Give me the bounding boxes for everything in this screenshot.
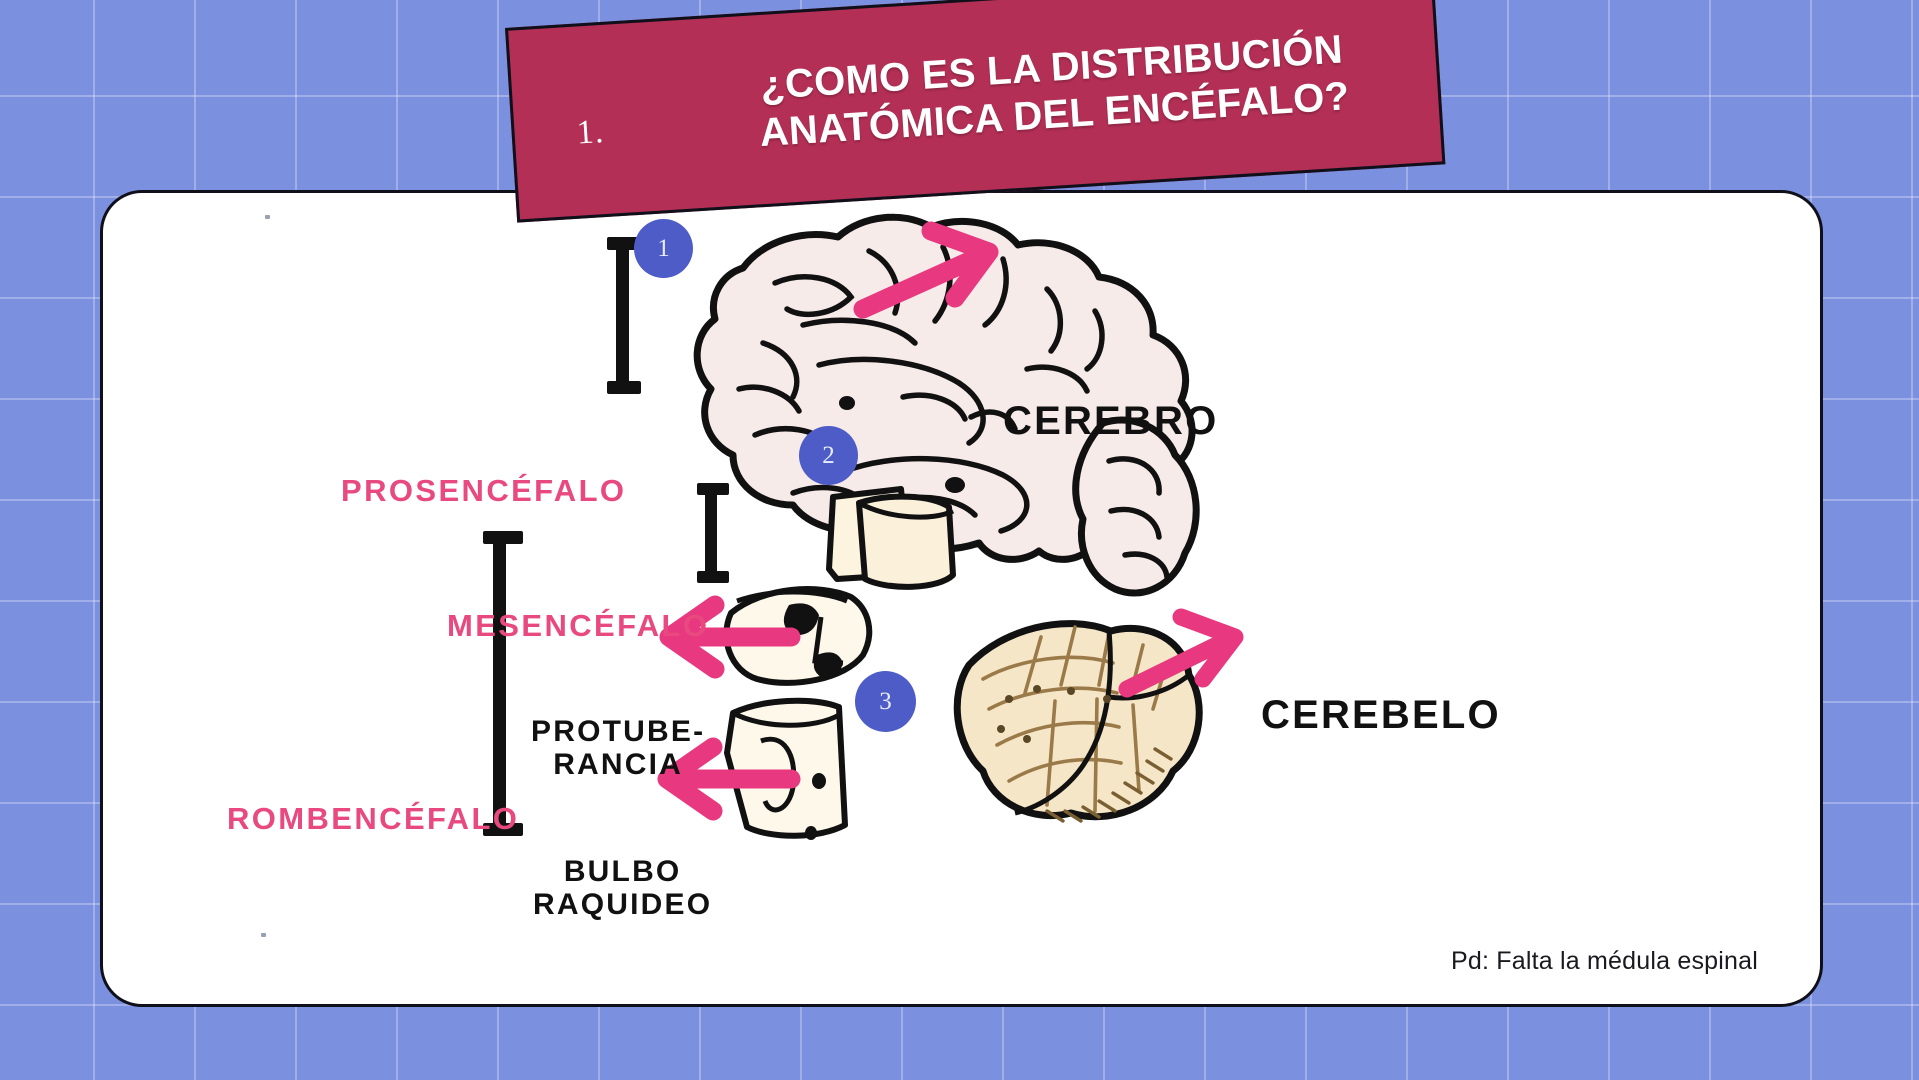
medulla-drawing — [724, 697, 848, 840]
callout-circle-1[interactable]: 1 — [634, 219, 693, 278]
decorative-speck — [265, 215, 270, 219]
label-mesencefalo: MESENCÉFALO — [447, 608, 710, 643]
arrow-to-cerebelo — [1118, 608, 1244, 698]
label-protuberancia-line2: RANCIA — [553, 748, 684, 781]
decorative-speck — [261, 933, 266, 937]
bracket-mesencefalo — [697, 483, 729, 583]
label-cerebelo: CEREBELO — [1261, 693, 1501, 737]
cerebellum-drawing — [953, 620, 1203, 823]
label-protuberancia-line1: PROTUBE- — [531, 715, 706, 748]
callout-circle-3[interactable]: 3 — [855, 671, 916, 732]
arrow-to-protuberancia — [659, 595, 801, 679]
banner-number: 1. — [575, 113, 606, 152]
diagram-illustration-layer — [483, 213, 1244, 840]
label-protuberancia: PROTUBE- RANCIA — [531, 715, 705, 781]
label-bulbo-line1: BULBO — [563, 855, 682, 888]
footnote-text: Pd: Falta la médula espinal — [1451, 947, 1758, 975]
callout-circle-2[interactable]: 2 — [799, 426, 858, 485]
label-bulbo-line2: RAQUIDEO — [533, 888, 713, 921]
arrow-to-bulbo-raquideo — [657, 737, 801, 821]
arrow-to-cerebro — [853, 221, 999, 319]
banner-title: ¿COMO ES LA DISTRIBUCIÓN ANATÓMICA DEL E… — [691, 22, 1416, 161]
label-rombencefalo: ROMBENCÉFALO — [227, 801, 520, 836]
label-bulbo-raquideo: BULBO RAQUIDEO — [533, 855, 712, 921]
bracket-prosencefalo — [607, 237, 641, 394]
midbrain-drawing — [826, 486, 956, 590]
content-card: PROSENCÉFALO MESENCÉFALO ROMBENCÉFALO CE… — [100, 190, 1823, 1007]
label-prosencefalo: PROSENCÉFALO — [341, 473, 627, 508]
label-cerebro: CEREBRO — [1003, 399, 1219, 443]
bracket-rombencefalo — [483, 531, 523, 836]
